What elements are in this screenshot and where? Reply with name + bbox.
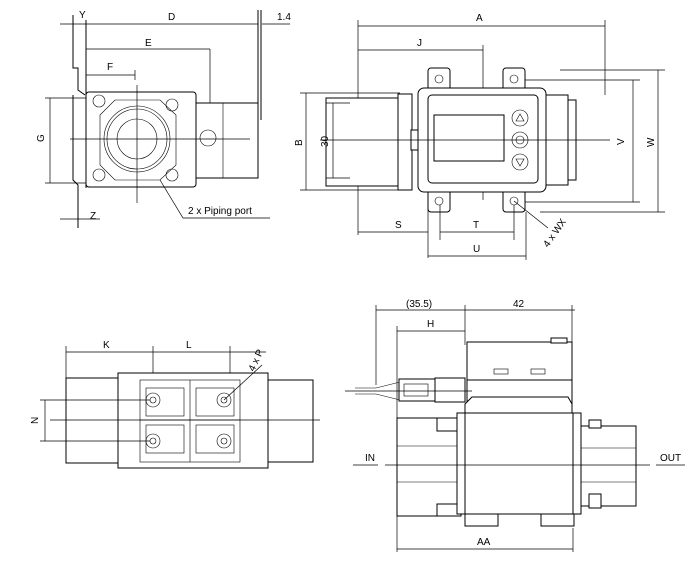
dim-b-label: B (294, 139, 305, 146)
dim-n-label: N (30, 417, 41, 424)
connector-icon (199, 129, 217, 147)
dim-v-label: V (616, 138, 627, 145)
out-label: OUT (660, 453, 681, 464)
dim-l-label: L (186, 340, 192, 351)
dim-f-label: F (107, 62, 113, 73)
dim-aa-label: AA (477, 537, 491, 548)
mounting-hole-icons (92, 94, 179, 182)
display-screen (433, 114, 505, 162)
piping-port-label: 2 x Piping port (188, 206, 252, 217)
holes-label: 4 x P (247, 348, 267, 374)
dim-g-label: G (36, 134, 47, 142)
dim-d-label: D (168, 12, 175, 23)
front-view-right: (35.5) H 42 IN OUT AA (345, 299, 685, 552)
in-label: IN (365, 453, 375, 464)
dim-z-label: Z (90, 211, 96, 222)
dim-y-label: Y (79, 10, 86, 21)
dim-u-label: U (473, 244, 480, 255)
dim-w-label: W (646, 137, 657, 147)
dim-s-label: S (395, 220, 402, 231)
dim-42-label: 42 (513, 299, 525, 310)
dim-1-4-label: 1.4 (277, 12, 291, 23)
dim-t-label: T (473, 220, 479, 231)
dim-k-label: K (103, 340, 110, 351)
mounting-holes-label: 4 x WX (541, 217, 569, 250)
bottom-view-left: K L N 4 x P (30, 340, 320, 469)
dim-35-5-label: (35.5) (406, 299, 432, 310)
side-view-top-left: Y D 1.4 E F G Z 2 x Piping port (36, 10, 291, 228)
dim-h-label: H (427, 319, 434, 330)
dim-e-label: E (145, 38, 152, 49)
dim-a-label: A (476, 13, 483, 24)
top-view-right: A J B 30 V W S T U 4 x WX (294, 13, 665, 260)
dim-j-label: J (417, 38, 422, 49)
dim-30-label: 30 (320, 135, 331, 147)
